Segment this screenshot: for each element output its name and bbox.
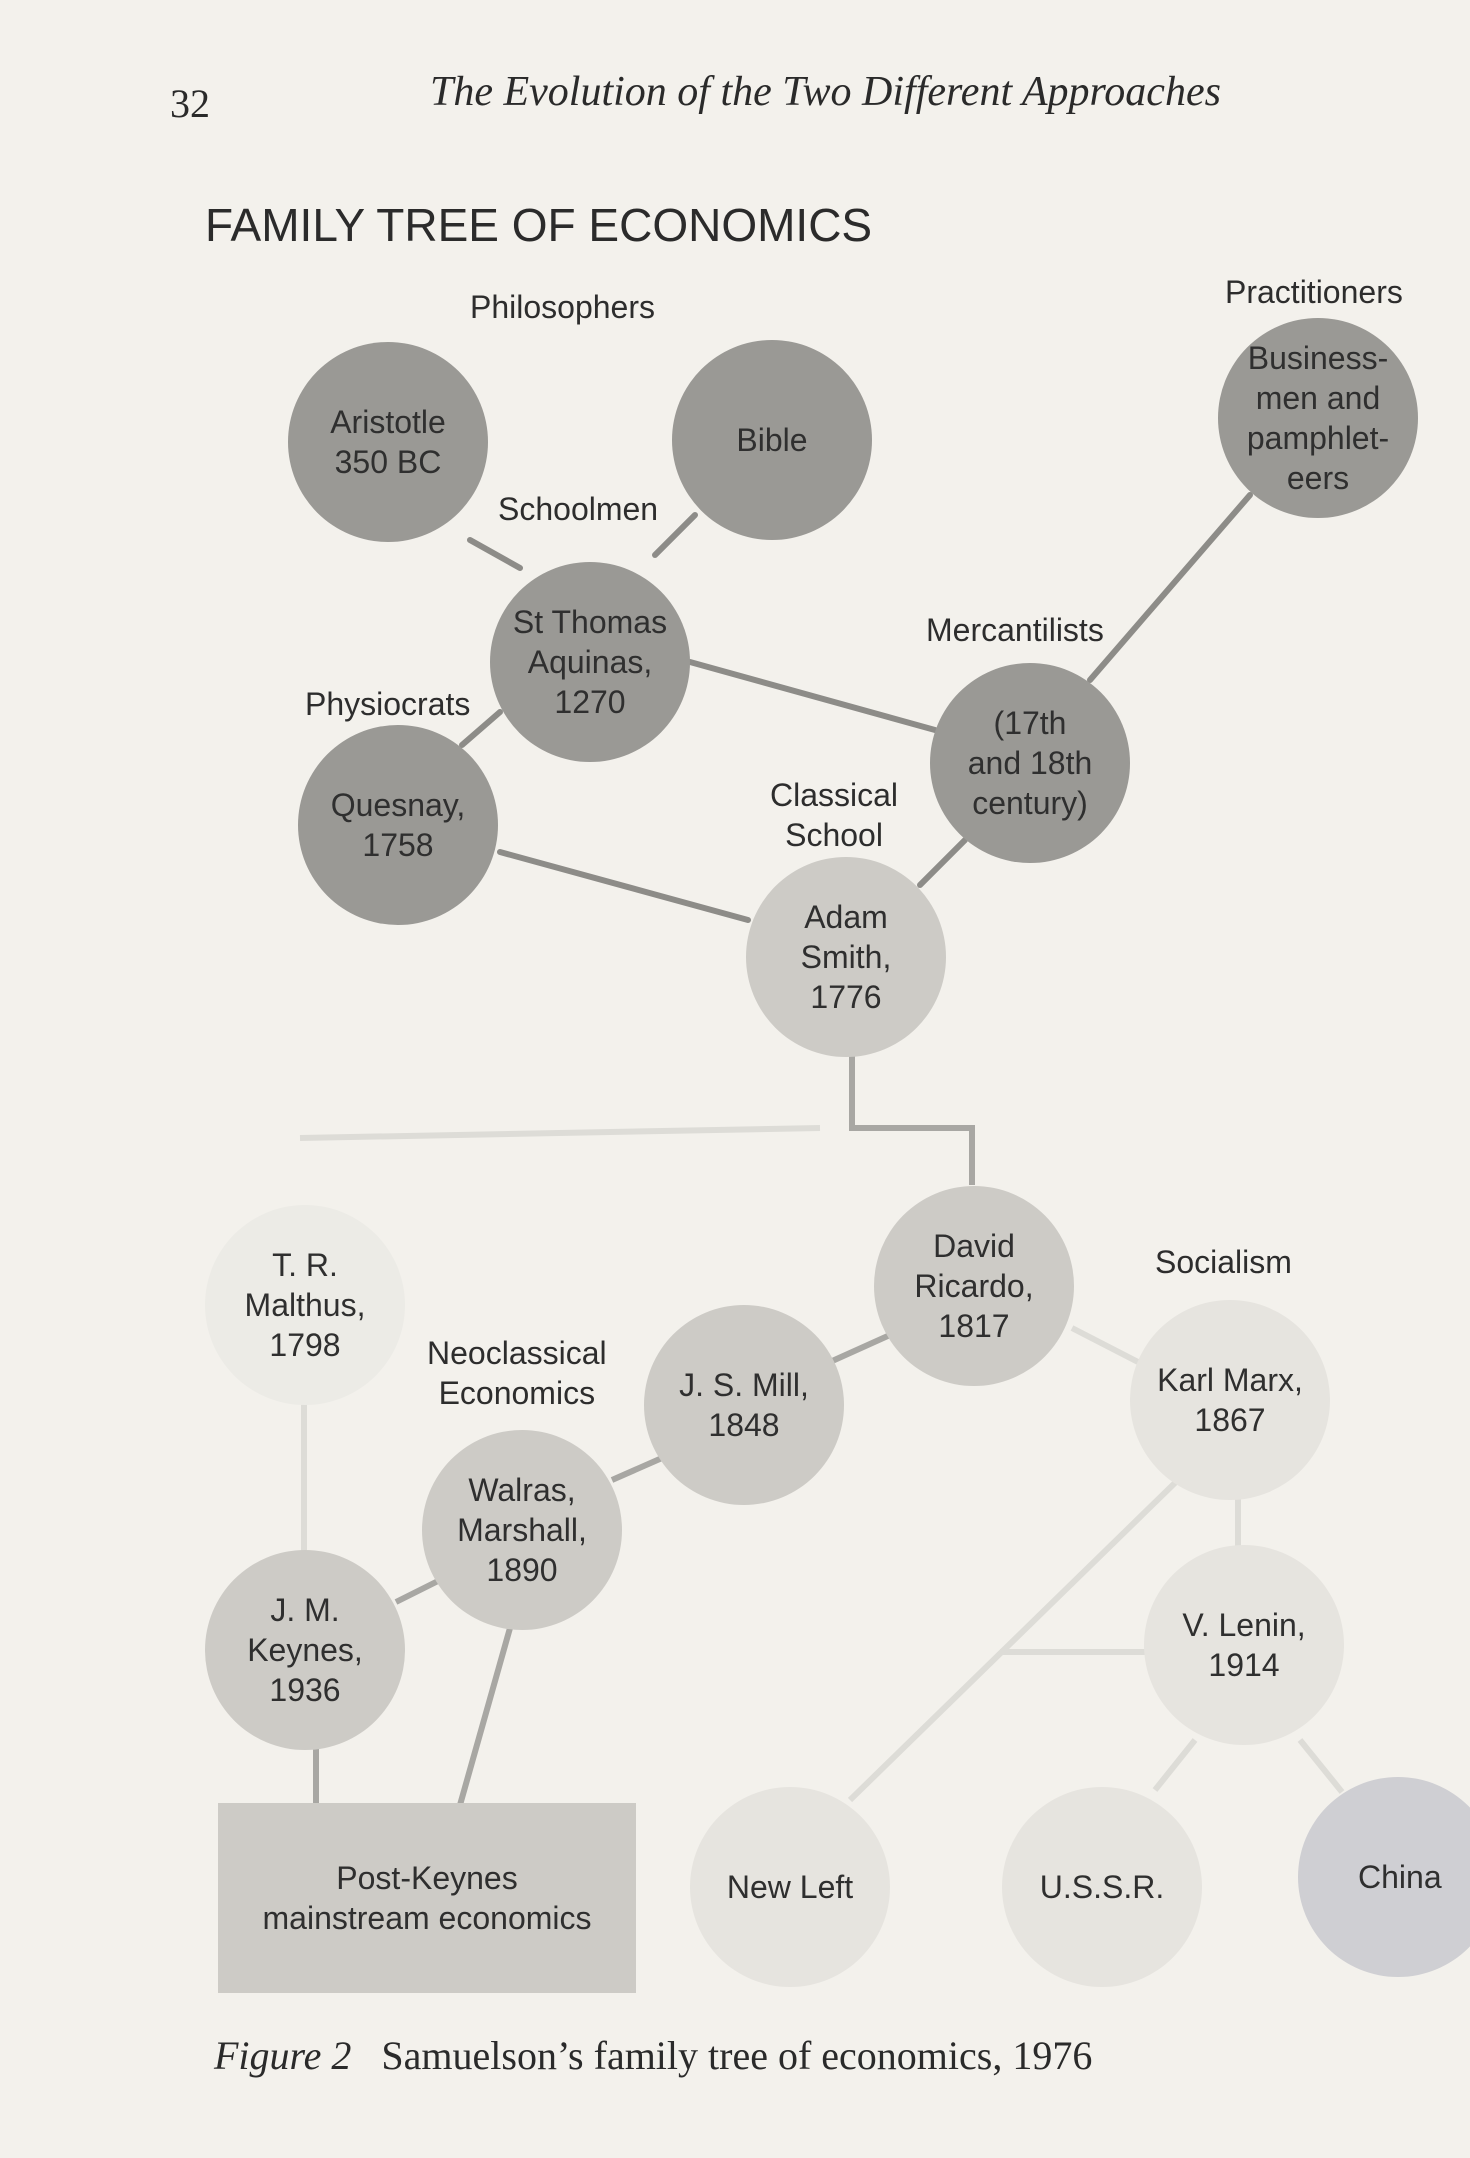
node-walras-marshall: Walras, Marshall, 1890 bbox=[422, 1430, 622, 1630]
edge-ricardo-mill bbox=[828, 1332, 892, 1365]
node-businessmen: Business- men and pamphlet- eers bbox=[1218, 318, 1418, 518]
edge-lenin-china bbox=[1297, 1738, 1345, 1794]
label-physiocrats: Physiocrats bbox=[305, 686, 471, 722]
node-marx: Karl Marx, 1867 bbox=[1130, 1300, 1330, 1500]
diagram-title: FAMILY TREE OF ECONOMICS bbox=[205, 199, 873, 251]
node-adam-smith: Adam Smith, 1776 bbox=[746, 857, 946, 1057]
running-head: The Evolution of the Two Different Appro… bbox=[430, 69, 1221, 115]
label-practitioners: Practitioners bbox=[1225, 274, 1403, 310]
node-bible: Bible bbox=[672, 340, 872, 540]
edge-mill-walras bbox=[610, 1455, 664, 1483]
node-malthus: T. R. Malthus, 1798 bbox=[205, 1205, 405, 1405]
node-ricardo: David Ricardo, 1817 bbox=[874, 1186, 1074, 1386]
label-philosophers: Philosophers bbox=[470, 289, 655, 325]
edge-ricardo-marx bbox=[1070, 1325, 1140, 1365]
edge-business-mercantilists bbox=[1087, 492, 1253, 683]
edge-mercantilists-smith bbox=[917, 837, 968, 888]
node-lenin: V. Lenin, 1914 bbox=[1144, 1545, 1344, 1745]
node-ussr: U.S.S.R. bbox=[1002, 1787, 1202, 1987]
edge-aristotle-aquinas bbox=[467, 537, 523, 571]
node-china: China bbox=[1298, 1777, 1470, 1977]
node-mill: J. S. Mill, 1848 bbox=[644, 1305, 844, 1505]
node-quesnay: Quesnay, 1758 bbox=[298, 725, 498, 925]
edge-walras-keynes bbox=[394, 1577, 442, 1605]
edge-marx-newleft bbox=[847, 1475, 1183, 1803]
figure-label: Figure 2 bbox=[214, 2033, 352, 2078]
node-post-keynes: Post-Keynes mainstream economics bbox=[218, 1803, 636, 1993]
edge-malthus-faint bbox=[299, 1125, 821, 1141]
label-schoolmen: Schoolmen bbox=[498, 491, 659, 527]
label-classical-school: Classical School bbox=[770, 777, 899, 853]
edge-aquinas-quesnay bbox=[459, 709, 503, 748]
figure-caption-text: Samuelson’s family tree of economics, 19… bbox=[381, 2033, 1093, 2078]
edge-walras-postkeynes bbox=[457, 1627, 513, 1806]
page-number: 32 bbox=[170, 81, 210, 126]
node-mercantilists: (17th and 18th century) bbox=[930, 663, 1130, 863]
node-aquinas: St Thomas Aquinas, 1270 bbox=[490, 562, 690, 762]
label-socialism: Socialism bbox=[1155, 1244, 1292, 1280]
edge-bible-aquinas bbox=[652, 512, 698, 558]
edge-quesnay-smith bbox=[497, 849, 751, 923]
node-new-left: New Left bbox=[690, 1787, 890, 1987]
node-aristotle: Aristotle 350 BC bbox=[288, 342, 488, 542]
figure-caption: Figure 2 Samuelson’s family tree of econo… bbox=[214, 2032, 1092, 2079]
label-mercantilists: Mercantilists bbox=[926, 612, 1104, 648]
edge-aquinas-mercantilists bbox=[687, 659, 938, 733]
label-neoclassical: Neoclassical Economics bbox=[427, 1335, 607, 1411]
edge-lenin-ussr bbox=[1152, 1738, 1198, 1792]
node-keynes: J. M. Keynes, 1936 bbox=[205, 1550, 405, 1750]
edge-smith-ricardo bbox=[849, 1052, 975, 1185]
